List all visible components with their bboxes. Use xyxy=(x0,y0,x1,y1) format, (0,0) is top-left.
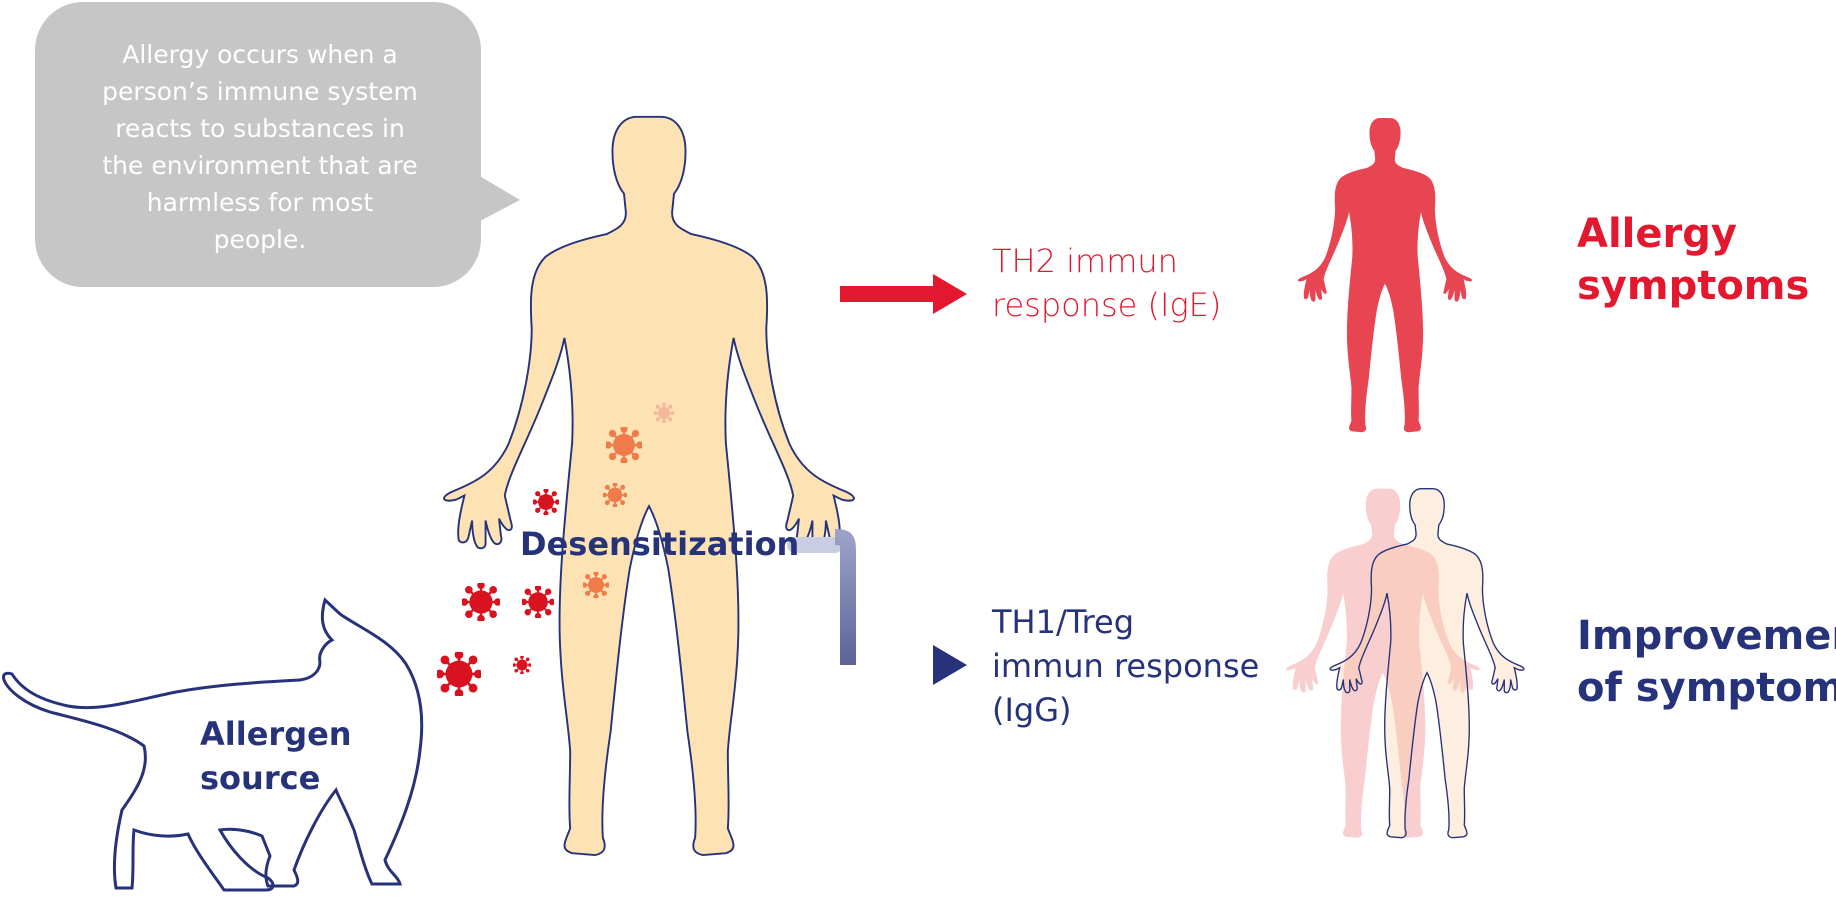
allergen-source-line: Allergen xyxy=(200,715,352,753)
th1-line: immun response xyxy=(992,647,1260,685)
allergen-source-line: source xyxy=(200,759,321,797)
th2-response-label: TH2 immun response (IgE) xyxy=(992,239,1221,327)
th1-arrow xyxy=(787,529,967,685)
virus-icon xyxy=(462,583,500,621)
callout-line: the environment that are xyxy=(102,151,418,180)
allergy-symptoms-line: symptoms xyxy=(1577,263,1810,309)
desensitization-label: Desensitization xyxy=(520,525,800,563)
th1-response-label: TH1/Treg immun response (IgG) xyxy=(992,600,1259,732)
callout-text: Allergy occurs when a person’s immune sy… xyxy=(60,36,460,258)
improvement-line: Improvement xyxy=(1577,613,1836,659)
callout-line: Allergy occurs when a xyxy=(122,40,398,69)
arrow-right-icon xyxy=(933,645,967,685)
cat-outline-icon xyxy=(2,597,424,892)
allergen-source-label: Allergen source xyxy=(200,712,352,800)
th2-line: response (IgE) xyxy=(992,286,1222,324)
improvement-line: of symptoms xyxy=(1577,665,1836,711)
allergy-symptoms-line: Allergy xyxy=(1577,211,1737,257)
virus-icon xyxy=(606,427,642,463)
callout-bubble xyxy=(35,2,520,287)
improvement-figures xyxy=(1286,487,1525,839)
virus-icon xyxy=(522,586,554,618)
th2-line: TH2 immun xyxy=(992,242,1178,280)
callout-line: person’s immune system xyxy=(102,77,418,106)
allergy-body-icon xyxy=(1297,118,1473,433)
virus-icon xyxy=(603,483,627,507)
virus-icon xyxy=(533,489,559,515)
virus-icon xyxy=(437,652,481,696)
th2-arrow xyxy=(677,274,967,473)
th1-line: (IgG) xyxy=(992,691,1072,729)
improvement-label: Improvement of symptoms xyxy=(1577,610,1836,714)
allergy-symptoms-label: Allergy symptoms xyxy=(1577,208,1809,312)
callout-line: reacts to substances in xyxy=(115,114,405,143)
arrow-right-icon xyxy=(933,274,967,314)
virus-icon xyxy=(654,403,674,423)
virus-icon xyxy=(583,572,609,598)
callout-line: people. xyxy=(213,225,307,254)
virus-icon xyxy=(513,656,531,674)
central-body-icon xyxy=(443,115,855,857)
callout-line: harmless for most xyxy=(146,188,374,217)
th1-line: TH1/Treg xyxy=(992,603,1135,641)
